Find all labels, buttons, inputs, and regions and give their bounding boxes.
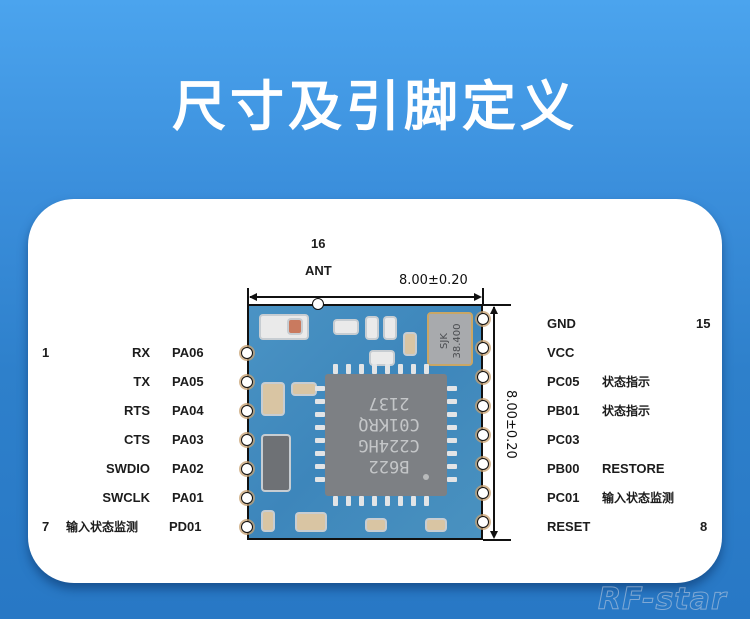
right-pin-port: PC05 [547, 374, 580, 389]
crystal-oscillator: SJK 38.400 [427, 312, 473, 366]
left-pin-port: PD01 [169, 519, 202, 534]
castellation-right-6 [477, 458, 489, 470]
right-pin-function: 输入状态监测 [602, 491, 675, 505]
led-red-element [289, 320, 301, 333]
right-pin-function: 状态指示 [602, 375, 651, 389]
left-pin-number: 7 [42, 519, 50, 534]
castellation-left-1 [241, 347, 253, 359]
inductor [263, 436, 289, 490]
right-pin-function: 状态指示 [602, 404, 651, 418]
left-pin-function: 输入状态监测 [66, 520, 139, 534]
right-pin-port: PB01 [547, 403, 580, 418]
capacitor [297, 514, 325, 530]
left-pin-function: RX [131, 345, 150, 360]
capacitor [427, 520, 445, 530]
left-pin-function: SWDIO [105, 461, 150, 476]
left-pin-function: SWCLK [102, 490, 150, 505]
capacitor [371, 352, 393, 364]
right-pin-port: GND [547, 316, 576, 331]
crystal-marking-frequency: 38.400 [452, 323, 463, 359]
resistor [367, 318, 377, 338]
right-pin-port: PC03 [547, 432, 580, 447]
right-pin-function: RESTORE [602, 461, 665, 476]
page-title: 尺寸及引脚定义 [172, 75, 578, 138]
left-pin-port: PA05 [172, 374, 204, 389]
right-pin-port: VCC [547, 345, 575, 360]
castellation-left-4 [241, 434, 253, 446]
left-pin-function: TX [133, 374, 150, 389]
capacitor-large [263, 384, 283, 414]
castellation-right-4 [477, 400, 489, 412]
top-pin-number: 16 [311, 236, 326, 251]
right-pin-number: 8 [700, 519, 708, 534]
capacitor [367, 520, 385, 530]
antenna-castellation [312, 298, 324, 310]
module-image: SJK 38.400 [239, 298, 491, 540]
castellation-right-1 [477, 313, 489, 325]
castellation-left-5 [241, 463, 253, 475]
left-pin-port: PA02 [172, 461, 204, 476]
top-pin-name: ANT [305, 263, 332, 278]
crystal-marking-brand: SJK [439, 333, 450, 349]
pin1-dot [423, 474, 429, 480]
width-dimension-label: 8.00±0.20 [399, 273, 468, 288]
right-pin-port: PC01 [547, 490, 580, 505]
height-dimension-label: 8.00±0.20 [503, 390, 518, 459]
main-ic-chip: B622 C224HG C01KRQ 2137 [315, 364, 457, 506]
castellation-left-6 [241, 492, 253, 504]
left-pin-number: 1 [42, 345, 50, 360]
castellation-left-7 [241, 521, 253, 533]
left-pin-port: PA06 [172, 345, 204, 360]
left-pin-port: PA03 [172, 432, 204, 447]
castellation-right-5 [477, 429, 489, 441]
left-pin-function: RTS [124, 403, 150, 418]
capacitor [405, 334, 415, 354]
castellation-right-8 [477, 516, 489, 528]
right-pin-port: RESET [547, 519, 591, 534]
brand-watermark: RF-star [598, 582, 727, 618]
capacitor [335, 321, 357, 333]
left-pin-function: CTS [124, 432, 150, 447]
chip-marking: B622 C224HG C01KRQ 2137 [358, 393, 420, 476]
capacitor [263, 512, 273, 530]
castellation-right-3 [477, 371, 489, 383]
resistor [385, 318, 395, 338]
right-pin-port: PB00 [547, 461, 580, 476]
capacitor [293, 384, 315, 394]
left-pin-port: PA01 [172, 490, 204, 505]
castellation-right-2 [477, 342, 489, 354]
right-pin-number: 15 [696, 316, 711, 331]
left-pin-port: PA04 [172, 403, 204, 418]
castellation-left-2 [241, 376, 253, 388]
castellation-right-7 [477, 487, 489, 499]
castellation-left-3 [241, 405, 253, 417]
